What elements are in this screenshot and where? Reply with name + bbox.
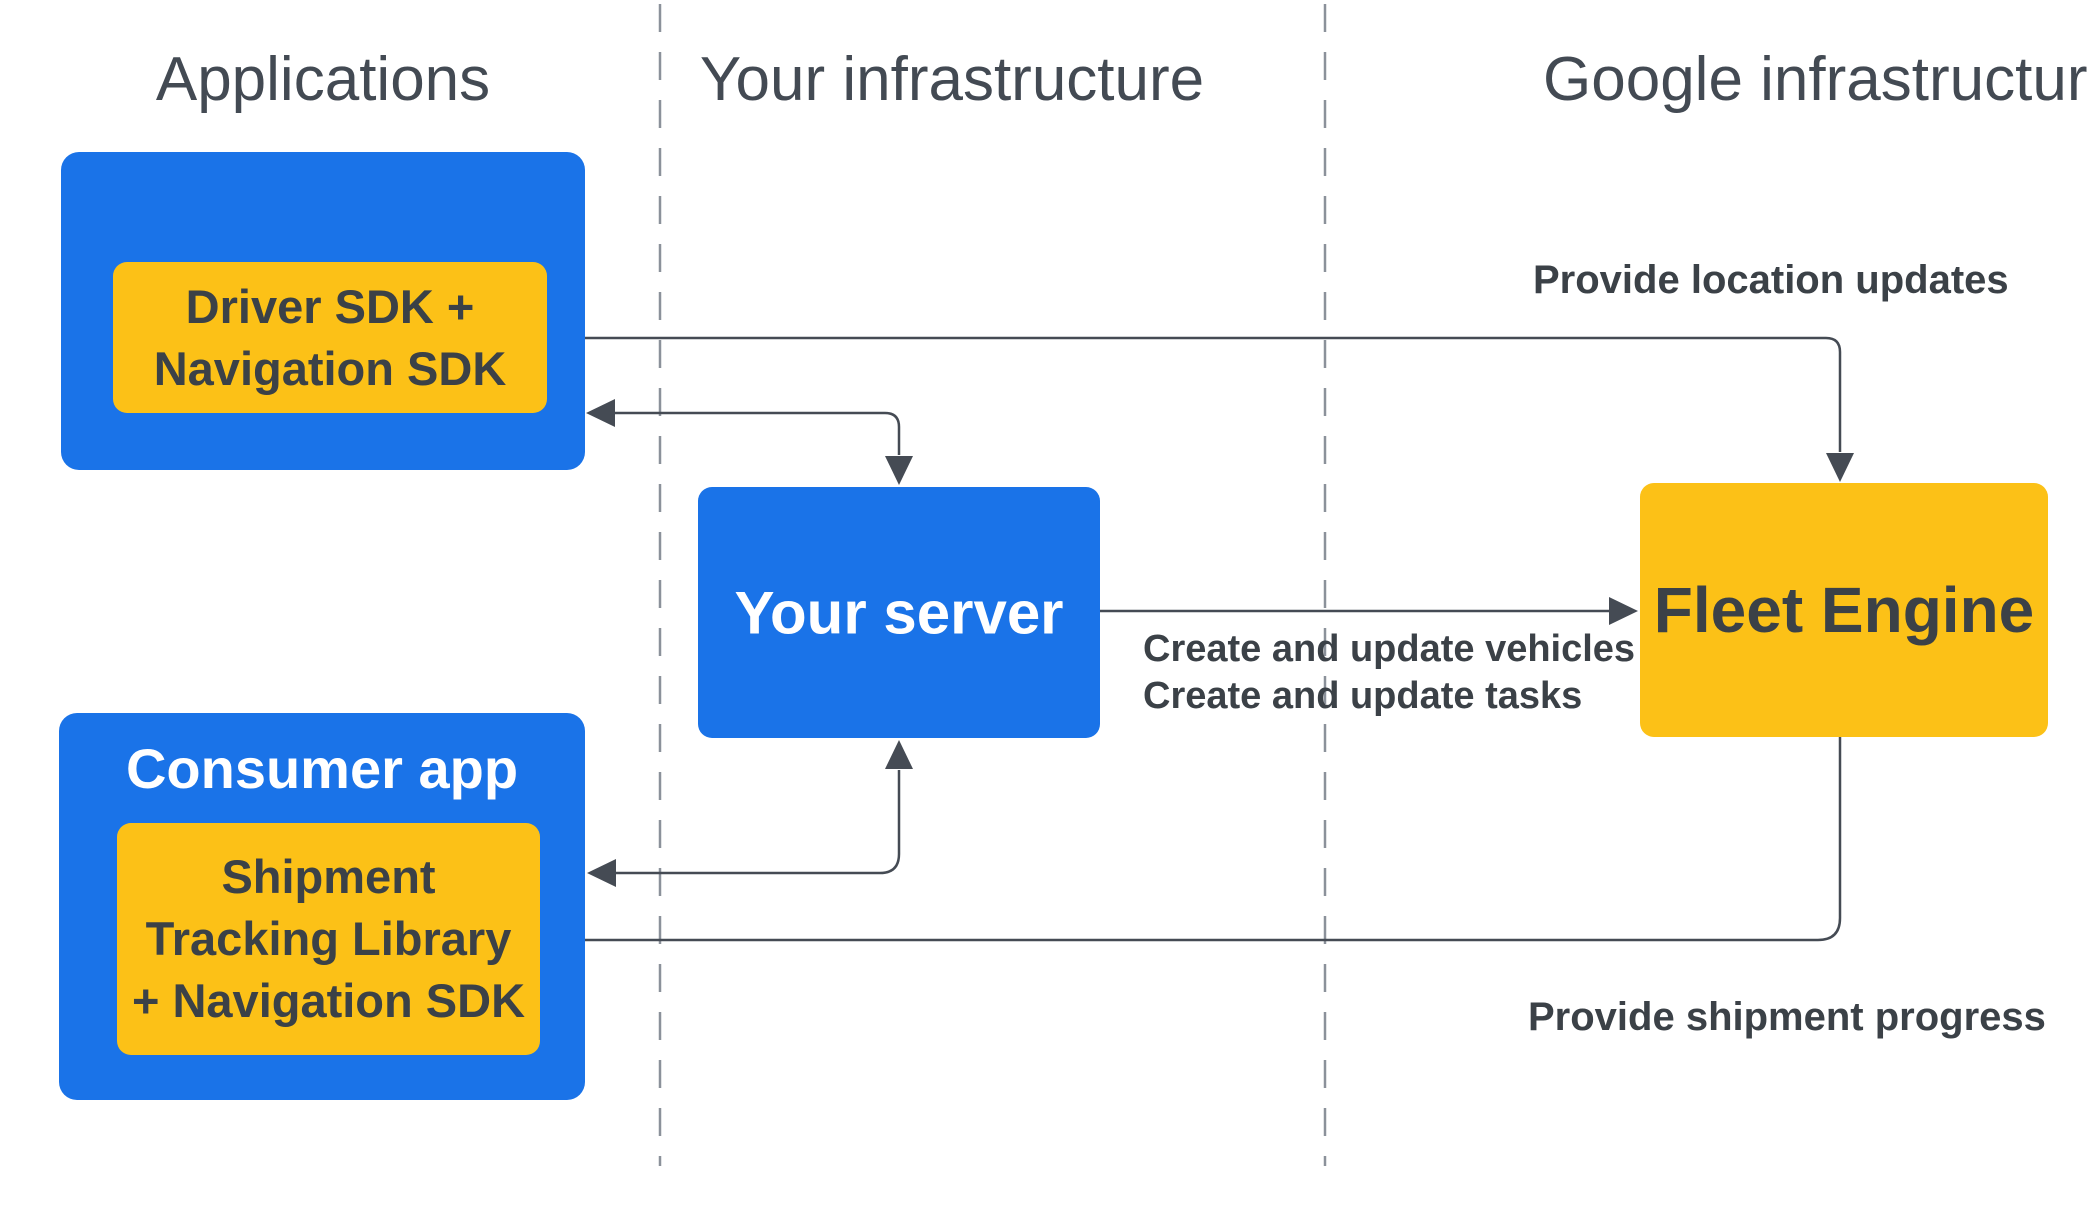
shipment-tracking-library-line1: Shipment: [221, 850, 436, 903]
arrow-consumer-app-your-server: [615, 770, 901, 875]
fleet-engine-node: Fleet Engine: [1640, 483, 2048, 737]
shipment-tracking-library-label: Shipment Tracking Library + Navigation S…: [117, 846, 540, 1032]
label-provide-shipment-progress: Provide shipment progress: [1528, 995, 2046, 1039]
arrowhead-into-your-server-top: [885, 456, 913, 485]
column-header-your-infrastructure: Your infrastructure: [699, 45, 1205, 114]
shipment-tracking-library-line3: + Navigation SDK: [131, 974, 526, 1027]
column-header-applications: Applications: [155, 45, 491, 114]
your-server-node: Your server: [698, 487, 1100, 738]
arrowhead-into-consumer-app: [587, 859, 616, 887]
label-create-and-update-vehicles: Create and update vehicles: [1143, 628, 1636, 670]
your-server-title: Your server: [734, 579, 1064, 646]
consumer-app-title: Consumer app: [125, 737, 519, 800]
arrowhead-into-fleet-engine-top: [1826, 453, 1854, 482]
driver-sdk-label-line1: Driver SDK +: [185, 279, 475, 333]
arrow-provide-shipment-progress: [568, 737, 1842, 942]
shipment-tracking-library-node: Shipment Tracking Library + Navigation S…: [117, 823, 540, 1055]
arrow-provide-location-updates: [575, 336, 1842, 452]
arrowhead-into-fleet-engine-left: [1609, 597, 1638, 625]
arrow-driver-app-your-server: [614, 411, 901, 455]
driver-sdk-label-line2: Navigation SDK: [153, 341, 507, 395]
driver-sdk-label: Driver SDK + Navigation SDK: [113, 276, 547, 400]
arrowhead-into-your-server-bottom: [885, 740, 913, 769]
fleet-engine-title: Fleet Engine: [1653, 574, 2035, 646]
label-create-and-update-tasks: Create and update tasks: [1143, 675, 1583, 717]
arrowhead-into-driver-app: [586, 399, 615, 427]
column-header-google-infrastructure: Google infrastructure: [1543, 45, 2089, 114]
label-create-and-update: Create and update vehicles Create and up…: [1143, 626, 1635, 720]
shipment-tracking-library-line2: Tracking Library: [145, 912, 512, 965]
driver-sdk-node: Driver SDK + Navigation SDK: [113, 262, 547, 413]
label-provide-location-updates: Provide location updates: [1533, 258, 2009, 302]
